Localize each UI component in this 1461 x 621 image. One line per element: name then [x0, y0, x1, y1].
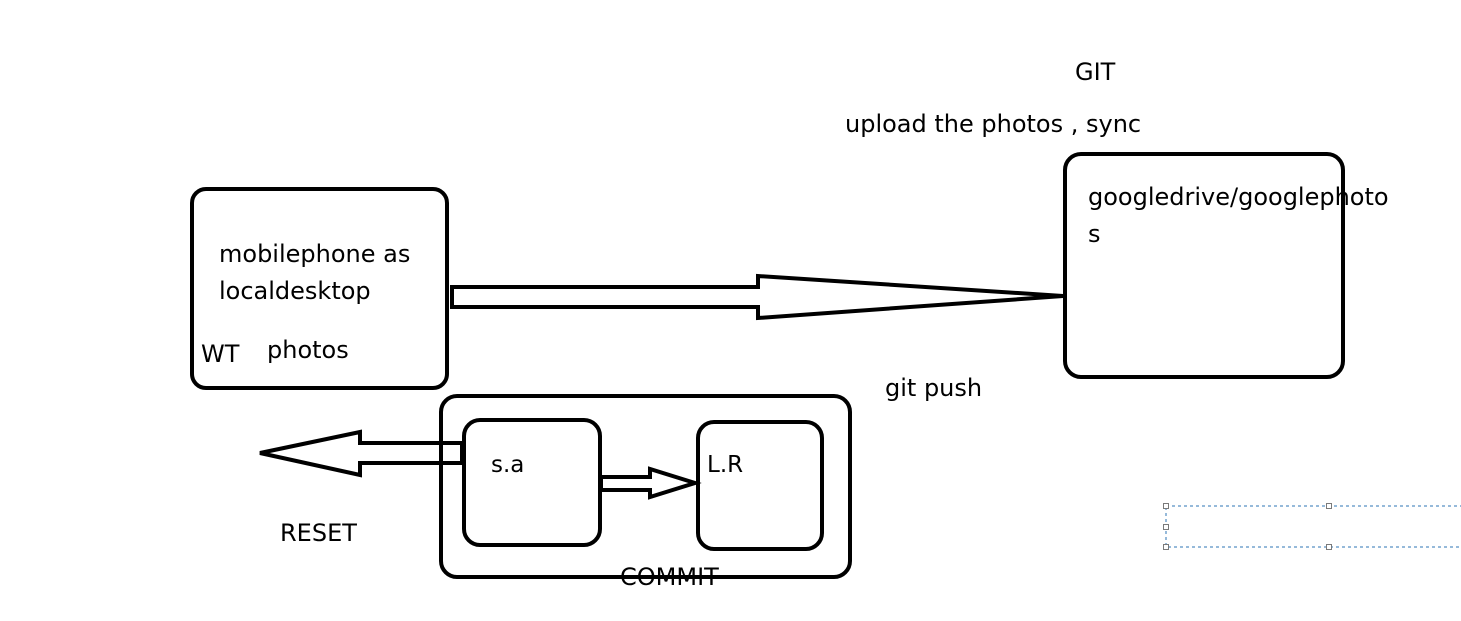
upload-arrow[interactable] — [450, 273, 1064, 321]
selection-handle[interactable] — [1163, 503, 1169, 509]
local-node-box[interactable] — [190, 187, 449, 390]
staging-node-box[interactable] — [462, 418, 602, 547]
upload-arrow-label: upload the photos , sync — [845, 110, 1142, 138]
reset-arrow[interactable] — [259, 429, 464, 478]
selection-outline[interactable] — [1165, 505, 1461, 548]
selection-handle[interactable] — [1163, 544, 1169, 550]
diagram-title: GIT — [1075, 58, 1116, 86]
local-node-label-line1: mobilephone as — [219, 240, 411, 268]
local-node-wt-label: WT — [201, 340, 240, 368]
local-node-photos-label: photos — [267, 336, 349, 364]
commit-arrow-label: COMMIT — [620, 563, 719, 591]
selection-handle[interactable] — [1326, 503, 1332, 509]
local-node-label-line2: localdesktop — [219, 277, 371, 305]
repo-node-label: L.R — [707, 452, 744, 478]
remote-node-box[interactable] — [1063, 152, 1345, 379]
git-container-box[interactable] — [439, 394, 852, 579]
selection-handle[interactable] — [1163, 524, 1169, 530]
selection-handle[interactable] — [1326, 544, 1332, 550]
reset-arrow-label: RESET — [280, 519, 357, 547]
remote-node-label-line2: s — [1088, 220, 1101, 248]
commit-arrow[interactable] — [599, 466, 702, 500]
remote-node-label-line1: googledrive/googlephoto — [1088, 183, 1389, 211]
staging-node-label: s.a — [491, 452, 525, 478]
push-arrow-label: git push — [885, 374, 983, 402]
repo-node-box[interactable] — [696, 420, 824, 551]
